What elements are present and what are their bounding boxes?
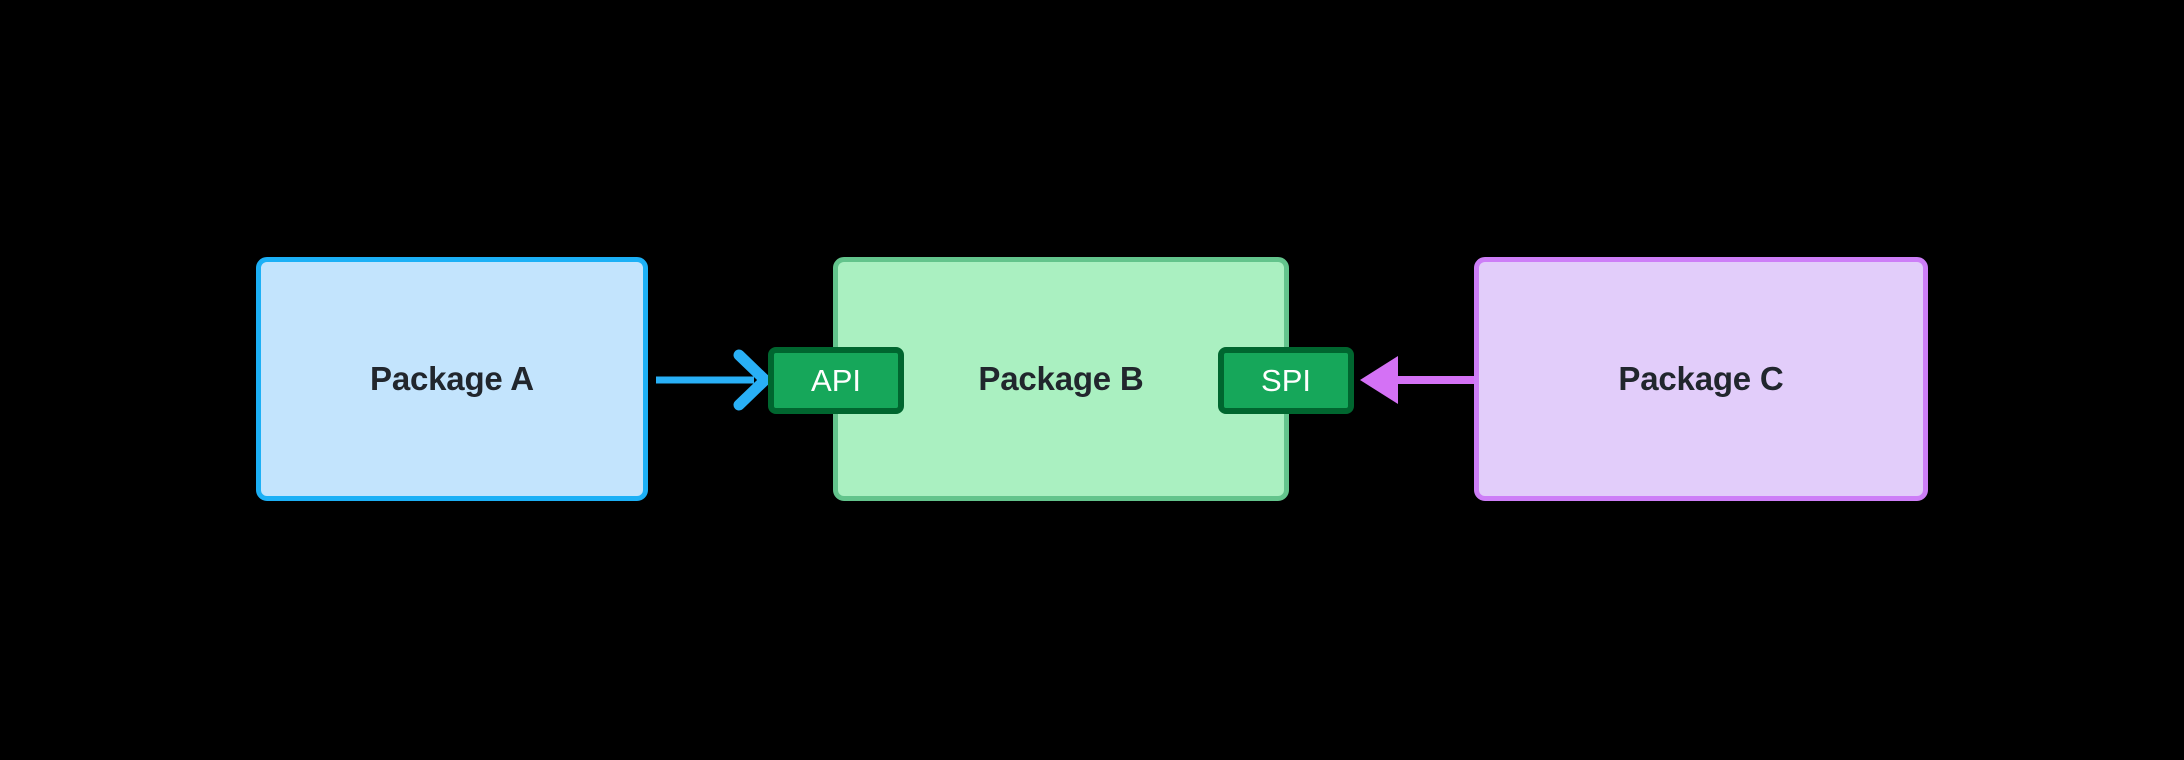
node-label-package-c: Package C bbox=[1618, 360, 1784, 397]
node-package-b[interactable]: Package B bbox=[833, 257, 1289, 501]
edge-package-c-to-spi[interactable] bbox=[1352, 340, 1480, 420]
interface-chip-api[interactable]: API bbox=[768, 347, 904, 414]
edge-package-a-to-api[interactable] bbox=[650, 340, 775, 420]
node-package-c[interactable]: Package C bbox=[1474, 257, 1928, 501]
interface-chip-spi[interactable]: SPI bbox=[1218, 347, 1354, 414]
arrowhead-chevron-right-icon bbox=[733, 349, 771, 411]
arrowhead-triangle-left-icon bbox=[1360, 356, 1398, 404]
node-label-package-a: Package A bbox=[370, 360, 534, 397]
node-package-a[interactable]: Package A bbox=[256, 257, 648, 501]
node-label-package-b: Package B bbox=[978, 360, 1144, 397]
interface-label-api: API bbox=[811, 363, 861, 398]
interface-label-spi: SPI bbox=[1261, 363, 1311, 398]
